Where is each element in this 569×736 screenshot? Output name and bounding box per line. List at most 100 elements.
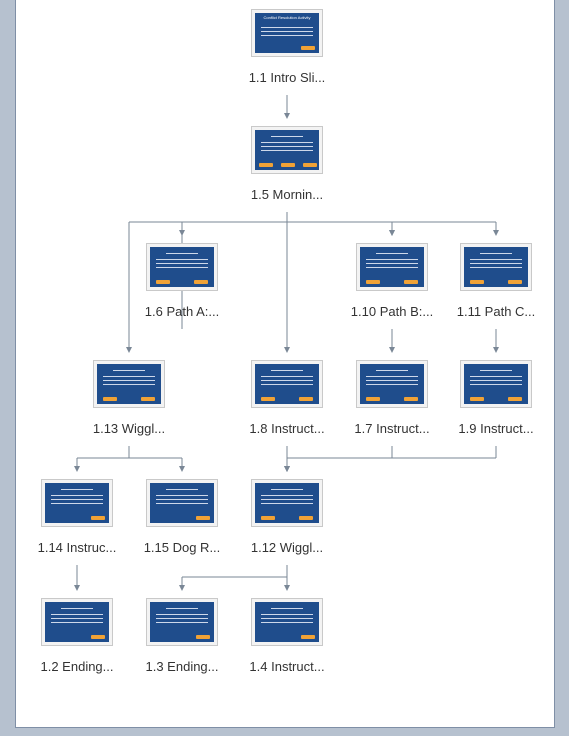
slide-node-label: 1.15 Dog R... [143, 540, 221, 555]
arrowhead-icon [126, 347, 132, 353]
slide-button-shape [196, 635, 210, 639]
slide-text-line [156, 614, 208, 615]
slide-text-line [261, 495, 313, 496]
slide-button-shape [404, 280, 418, 284]
slide-thumbnail [146, 243, 218, 291]
slide-heading-line [271, 489, 303, 490]
slide-node-label: 1.9 Instruct... [458, 421, 534, 436]
slide-text-line [261, 31, 313, 32]
slide-text-line [156, 263, 208, 264]
slide-text-line [366, 380, 418, 381]
arrowhead-icon [389, 230, 395, 236]
slide-text-line [261, 614, 313, 615]
slide-text-line [156, 495, 208, 496]
slide-thumbnail [460, 360, 532, 408]
slide-node-label: 1.6 Path A:... [144, 304, 220, 319]
slide-text-line [366, 267, 418, 268]
slide-heading-line [376, 253, 408, 254]
slide-button-shape [301, 46, 315, 50]
slide-preview [255, 483, 319, 523]
slide-node-label: 1.13 Wiggl... [92, 421, 166, 436]
slide-thumbnail [251, 479, 323, 527]
slide-text-line [470, 259, 522, 260]
arrowhead-icon [284, 585, 290, 591]
slide-button-shape [103, 397, 117, 401]
slide-text-line [261, 142, 313, 143]
slide-text-line [261, 380, 313, 381]
slide-button-shape [261, 516, 275, 520]
slide-node-label: 1.3 Ending... [145, 659, 219, 674]
arrowhead-icon [389, 347, 395, 353]
slide-preview [464, 364, 528, 404]
slide-button-shape [299, 516, 313, 520]
slide-button-shape [301, 635, 315, 639]
slide-node-label: 1.1 Intro Sli... [248, 70, 326, 85]
slide-text-line [261, 618, 313, 619]
arrowhead-icon [179, 466, 185, 472]
story-view-panel: Conflict Resolution Activity 1.1 Intro S… [15, 0, 555, 728]
slide-button-shape [299, 397, 313, 401]
slide-text-line [156, 499, 208, 500]
slide-text-line [261, 27, 313, 28]
slide-button-shape [196, 516, 210, 520]
slide-heading-line [480, 253, 512, 254]
slide-text-line [261, 499, 313, 500]
slide-heading-line [166, 253, 198, 254]
slide-text-line [261, 35, 313, 36]
slide-heading-line [166, 489, 198, 490]
arrowhead-icon [493, 230, 499, 236]
slide-button-shape [194, 280, 208, 284]
slide-heading-line [113, 370, 145, 371]
slide-preview [464, 247, 528, 287]
slide-thumbnail [41, 479, 113, 527]
slide-node-label: 1.8 Instruct... [249, 421, 325, 436]
slide-text-line [51, 495, 103, 496]
slide-thumbnail: Conflict Resolution Activity [251, 9, 323, 57]
slide-preview [150, 602, 214, 642]
slide-text-line [103, 376, 155, 377]
slide-button-shape [508, 397, 522, 401]
slide-thumbnail [251, 360, 323, 408]
slide-heading-line [61, 489, 93, 490]
slide-text-line [261, 376, 313, 377]
slide-node-label: 1.11 Path C... [456, 304, 536, 319]
slide-node-label: 1.10 Path B:... [350, 304, 434, 319]
slide-node-label: 1.2 Ending... [40, 659, 114, 674]
slide-heading-line [166, 608, 198, 609]
slide-title: Conflict Resolution Activity [263, 16, 311, 20]
slide-text-line [470, 263, 522, 264]
arrowhead-icon [74, 466, 80, 472]
slide-node-label: 1.4 Instruct... [249, 659, 325, 674]
slide-text-line [156, 267, 208, 268]
slide-preview [150, 247, 214, 287]
slide-text-line [366, 384, 418, 385]
arrowhead-icon [179, 585, 185, 591]
slide-button-shape [91, 635, 105, 639]
slide-preview [255, 130, 319, 170]
arrowhead-icon [284, 466, 290, 472]
slide-thumbnail [460, 243, 532, 291]
slide-text-line [51, 499, 103, 500]
slide-preview: Conflict Resolution Activity [255, 13, 319, 53]
slide-heading-line [480, 370, 512, 371]
slide-thumbnail [146, 598, 218, 646]
connector-layer [74, 95, 499, 591]
slide-text-line [261, 622, 313, 623]
slide-preview [360, 364, 424, 404]
slide-heading-line [376, 370, 408, 371]
slide-text-line [470, 376, 522, 377]
slide-text-line [261, 503, 313, 504]
slide-button-shape [508, 280, 522, 284]
slide-node-label: 1.5 Mornin... [250, 187, 324, 202]
slide-thumbnail [146, 479, 218, 527]
slide-text-line [470, 380, 522, 381]
slide-thumbnail [251, 598, 323, 646]
slide-text-line [156, 259, 208, 260]
slide-text-line [261, 146, 313, 147]
slide-preview [255, 602, 319, 642]
slide-text-line [103, 384, 155, 385]
slide-text-line [51, 614, 103, 615]
slide-text-line [103, 380, 155, 381]
slide-button-shape [156, 280, 170, 284]
slide-text-line [366, 259, 418, 260]
